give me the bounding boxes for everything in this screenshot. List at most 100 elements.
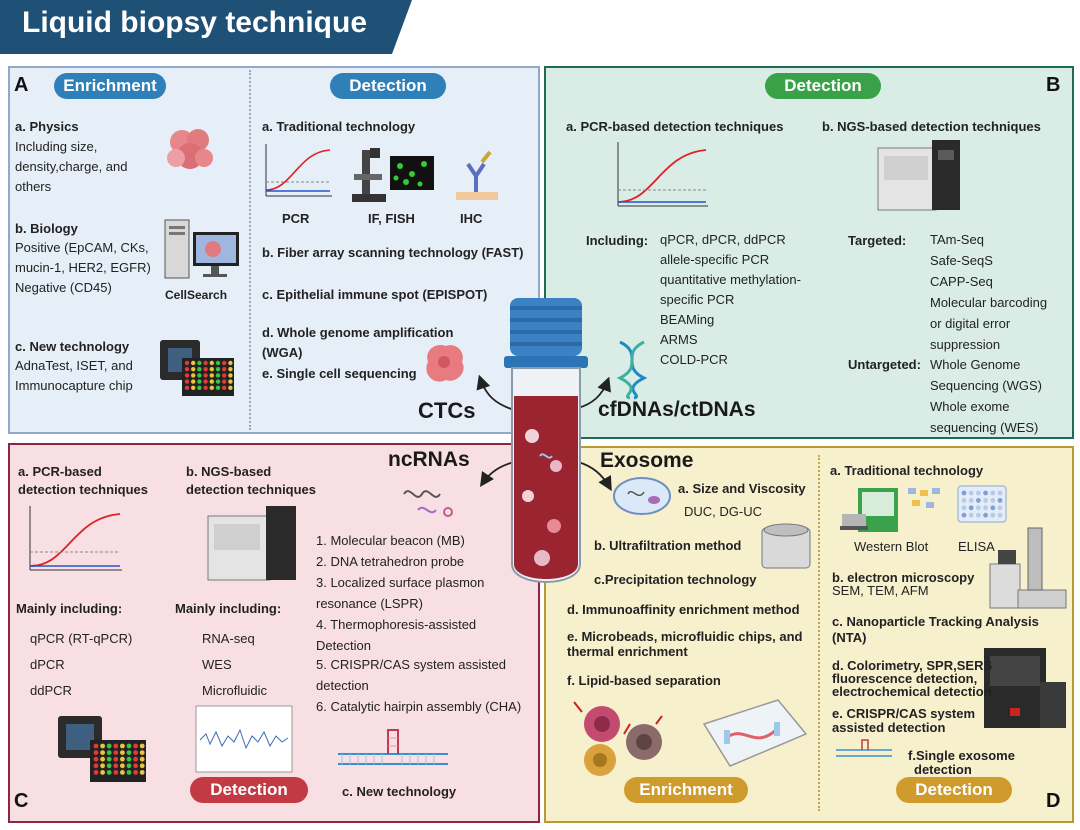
tumor-cell-icon [426,344,464,382]
chip-well-dot [120,763,125,769]
chip-well-dot [133,770,138,775]
panel-a-letter: A [14,74,29,96]
chip-well-dot [120,756,125,762]
chip-well-dot [139,750,145,755]
hairpin-dna-icon [338,729,448,765]
chip-well-dot [215,385,221,390]
chip-well-dot [191,385,196,390]
chip-well-dot [133,763,138,769]
new-tech-title-c: c. New technology [342,784,457,799]
cfdna-label: cfDNAs/ctDNAs [598,398,756,421]
elisa-well-dot [997,505,1003,511]
elisa-label: ELISA [958,539,995,554]
chip-well-dot [209,379,214,384]
chip-well-dot [113,770,119,775]
chip-well-dot [93,750,99,755]
biology-line: Positive (EpCAM, CKs, [15,240,149,255]
targeted-item: Molecular barcoding [930,295,1048,310]
duc-label: DUC, DG-UC [684,504,762,519]
pcr-item: qPCR, dPCR, ddPCR [660,232,786,247]
microchip-icon-c [58,716,146,782]
ihc-label: IHC [460,211,483,226]
chip-well-dot [222,360,227,366]
ngs-item-c: Microfluidic [202,683,268,698]
elisa-well-dot [961,498,967,503]
chip-well-dot [139,743,145,749]
chip-well-dot [222,373,227,378]
elisa-well-dot [976,490,981,496]
chip-well-dot [197,373,202,378]
chip-well-dot [100,770,105,775]
chip-well-dot [106,763,112,769]
chip-well-dot [228,360,233,366]
enrichment-pill-d: Enrichment [624,777,748,803]
chip-well-dot [215,379,221,384]
pcr-item-c: dPCR [30,657,65,672]
ncrnas-label: ncRNAs [388,448,470,471]
pcr-curve-icon-c [29,506,122,571]
chip-well-dot [209,367,214,372]
divider-d [818,455,820,811]
sequencing-trace-icon [195,705,293,773]
ultrafiltration-label: b. Ultrafiltration method [594,538,742,553]
elisa-well-dot [990,498,996,503]
detection-pill-c: Detection [190,777,308,803]
pcr-item: specific PCR [660,292,735,307]
untargeted-item: Sequencing (WGS) [930,378,1042,393]
if-fish-label: IF, FISH [368,211,415,226]
chip-well-dot [100,756,105,762]
physics-line: density,charge, and [15,159,128,174]
elisa-well-dot [997,498,1003,503]
panel-c-letter: C [14,790,29,812]
detection-pill-b: Detection [765,73,881,99]
physics-line: others [15,179,52,194]
pcr-item-c: qPCR (RT-qPCR) [30,631,133,646]
pcr-item-c: ddPCR [30,683,72,698]
microbeads-label-2: thermal enrichment [567,644,688,659]
rna-icon [403,490,453,517]
chip-well-dot [203,385,208,390]
chip-well-dot [215,360,221,366]
panel-b-letter: B [1046,74,1061,96]
single-exosome-icon [836,739,892,757]
chip-well-dot [93,763,99,769]
elisa-well-dot [968,505,974,511]
chip-well-dot [215,367,221,372]
chip-well-dot [126,770,132,775]
new-tech-item: 5. CRISPR/CAS system assisted [316,657,506,672]
pcr-item: allele-specific PCR [660,252,770,267]
pcr-curve-icon-b [617,142,708,207]
pcr-title-b: a. PCR-based detection techniques [566,119,784,134]
chip-well-dot [197,360,202,366]
including-label: Including: [586,233,649,248]
elisa-well-dot [990,512,996,518]
chip-well-dot [191,379,196,384]
elisa-well-dot [976,512,981,518]
elisa-well-dot [983,498,988,503]
new-tech-item: Detection [316,638,371,653]
new-tech-item: resonance (LSPR) [316,596,423,611]
computer-icon [164,219,239,279]
chip-well-dot [203,379,208,384]
ngs-item-c: RNA-seq [202,631,255,646]
em-label: b. electron microscopy [832,570,975,585]
physics-title: a. Physics [15,119,79,134]
elisa-well-dot [983,512,988,518]
chip-well-dot [100,750,105,755]
chip-well-dot [100,763,105,769]
new-tech-item: detection [316,678,369,693]
chip-well-dot [228,379,233,384]
chip-well-dot [126,750,132,755]
dna-helix-icon [616,340,648,400]
title-banner [0,0,412,54]
enrichment-pill-a: Enrichment [54,73,166,99]
wga-label: d. Whole genome amplification [262,325,454,340]
cell-cluster-icon [167,129,213,169]
chip-well-dot [228,373,233,378]
new-tech-item: 2. DNA tetrahedron probe [316,554,465,569]
microfluidic-chip-icon [702,699,808,767]
chip-well-dot [106,770,112,775]
elisa-well-dot [976,498,981,503]
untargeted-item: Whole Genome [930,357,1021,372]
